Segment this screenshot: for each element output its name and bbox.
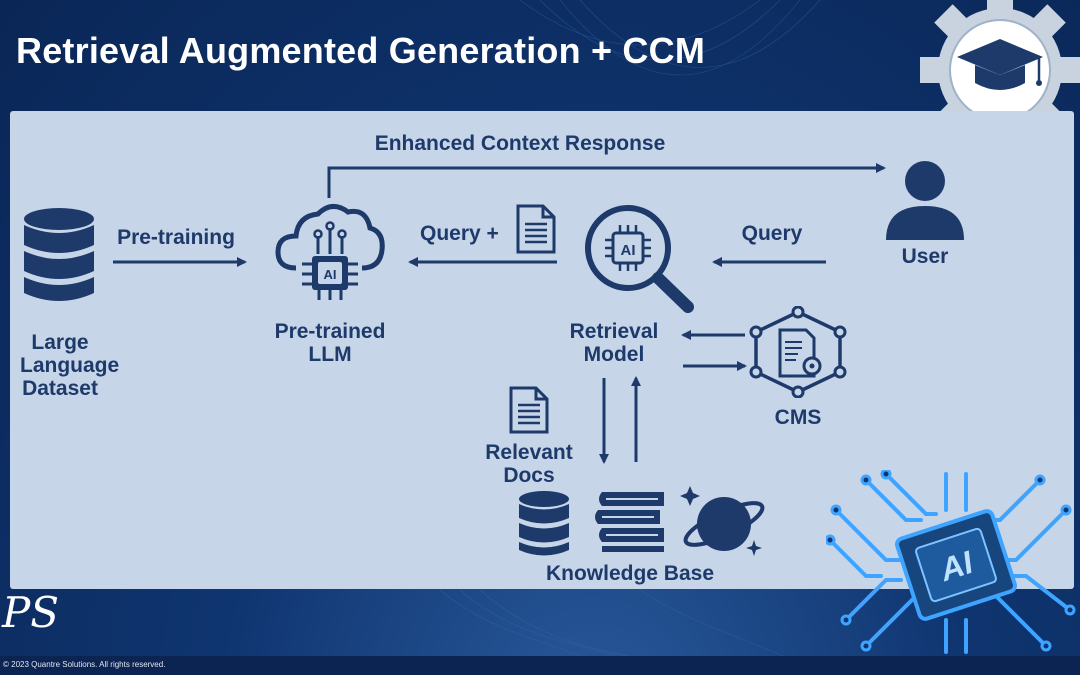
large-language-dataset-line-1: Large [31, 331, 89, 354]
user-icon [886, 161, 964, 240]
retrieval-model-line-2: Model [583, 343, 645, 366]
cloud-ai-chip-icon: AI [275, 204, 385, 300]
enhanced-context-response-label: Enhanced Context Response [374, 132, 666, 155]
sparkle-icon [680, 486, 700, 506]
lens-chip-text: AI [621, 242, 636, 259]
document-icon [516, 204, 556, 254]
retrieval-model-label: Retrieval Model [552, 320, 676, 366]
relevant-docs-label: Relevant Docs [470, 441, 588, 487]
cms-network-icon [749, 306, 847, 398]
relevant-docs-line-1: Relevant [485, 441, 573, 464]
large-language-dataset-label: Large Language Dataset [20, 331, 120, 400]
graduation-cap-icon [957, 39, 1043, 90]
knowledge-base-label: Knowledge Base [545, 562, 715, 585]
llm-chip-text: AI [324, 267, 337, 282]
retrieval-model-line-1: Retrieval [569, 320, 659, 343]
footer-bar [0, 656, 1080, 675]
pretrained-llm-line-2: LLM [308, 343, 352, 366]
pretrained-llm-line-1: Pre-trained [274, 320, 386, 343]
large-language-dataset-line-2: Language [20, 354, 120, 377]
cms-label: CMS [774, 406, 822, 429]
relevant-docs-line-2: Docs [503, 464, 555, 487]
response-arrow [327, 163, 886, 198]
books-icon [595, 492, 664, 552]
query-plus-label: Query + [420, 222, 499, 245]
database-icon [24, 208, 94, 301]
pretrained-llm-label: Pre-trained LLM [262, 320, 398, 366]
kb-database-icon [519, 491, 569, 556]
magnifier-ai-icon: AI [585, 205, 694, 313]
planet-icon [680, 486, 765, 556]
copyright-text: © 2023 Quantre Solutions. All rights res… [3, 660, 166, 669]
page-title: Retrieval Augmented Generation + CCM [16, 30, 706, 71]
ai-chip-circuit-icon: AI [826, 470, 1076, 654]
company-logo: PS [2, 588, 60, 637]
query-label: Query [741, 222, 803, 245]
pre-training-label: Pre-training [117, 226, 235, 249]
user-label: User [901, 245, 949, 268]
large-language-dataset-line-3: Dataset [22, 377, 98, 400]
relevant-docs-document-icon [509, 386, 549, 434]
